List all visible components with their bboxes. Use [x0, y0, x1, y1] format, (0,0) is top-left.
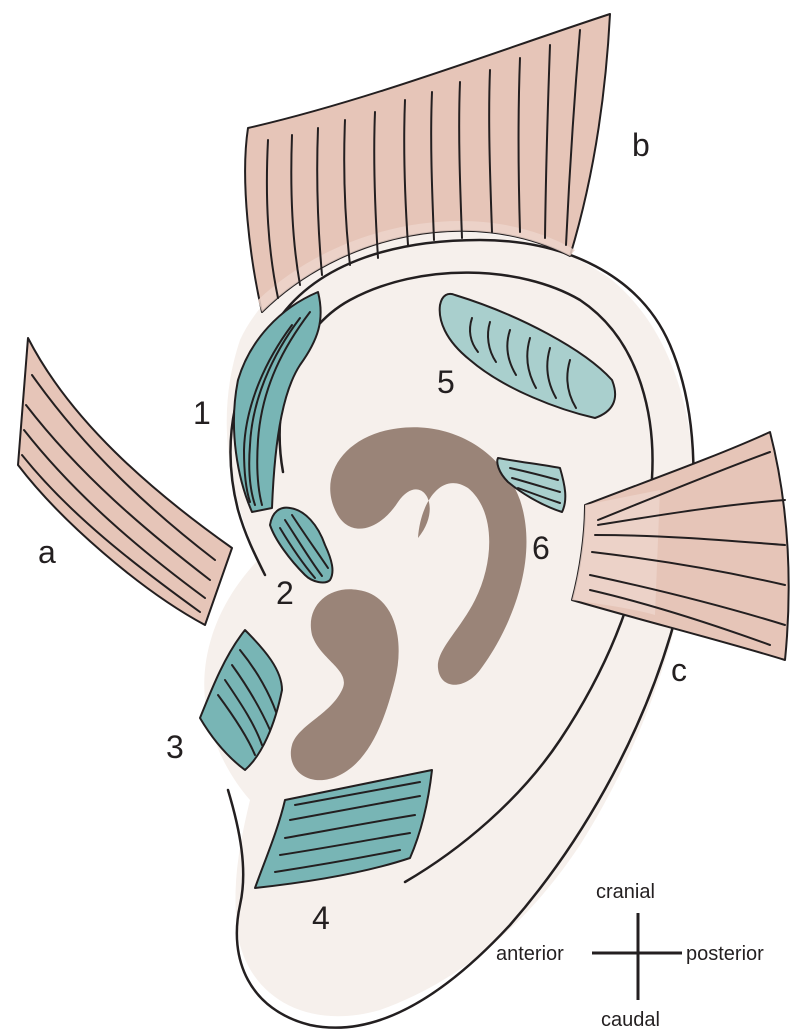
label-1: 1 — [193, 395, 211, 431]
compass-posterior: posterior — [686, 943, 764, 965]
compass-anterior: anterior — [496, 943, 564, 965]
label-6: 6 — [532, 530, 550, 566]
label-c: c — [671, 652, 687, 688]
label-a: a — [38, 534, 56, 570]
orientation-compass: cranial caudal anterior posterior — [496, 881, 764, 1031]
compass-cranial: cranial — [596, 881, 655, 903]
label-3: 3 — [166, 729, 184, 765]
compass-caudal: caudal — [601, 1009, 660, 1031]
label-2: 2 — [276, 575, 294, 611]
muscle-a — [18, 338, 232, 625]
label-4: 4 — [312, 900, 330, 936]
label-b: b — [632, 127, 650, 163]
label-5: 5 — [437, 364, 455, 400]
